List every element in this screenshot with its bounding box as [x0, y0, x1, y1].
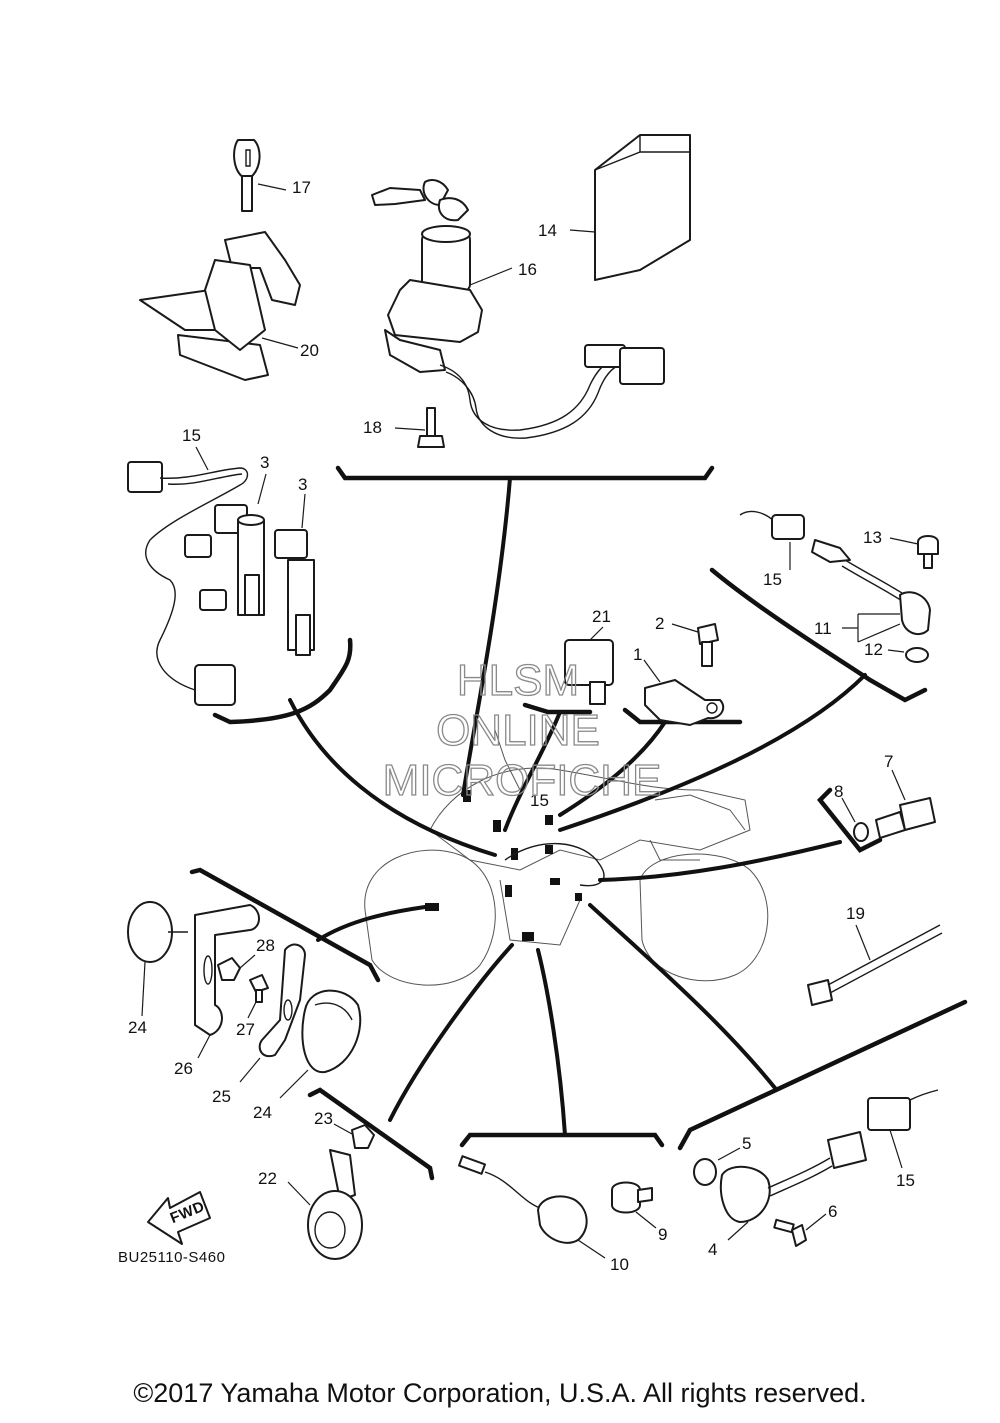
- callout-16: 16: [518, 260, 537, 279]
- main-switch-part-16: [371, 179, 665, 439]
- oring-part-5: [693, 1147, 741, 1186]
- sensor-assembly-part-11: [739, 510, 939, 663]
- bracket-part-26: [194, 904, 260, 1059]
- callout-6: 6: [828, 1202, 837, 1221]
- callout-9: 9: [658, 1225, 667, 1244]
- callout-12: 12: [864, 640, 883, 659]
- callout-5: 5: [742, 1134, 751, 1153]
- sensor-part-10: [458, 1155, 606, 1259]
- bracket-part-25: [239, 943, 306, 1083]
- bolt-part-27: [247, 974, 269, 1019]
- callout-21: 21: [592, 607, 611, 626]
- callout-15-right: 15: [763, 570, 782, 589]
- washer-part-8: [841, 797, 869, 842]
- sensor-part-1: [643, 659, 725, 726]
- bolt-part-2: [671, 623, 719, 667]
- cable-tie-part-19: [807, 924, 943, 1006]
- switch-part-9: [611, 1181, 657, 1229]
- bolt-part-6: [773, 1213, 827, 1247]
- callout-24-left: 24: [128, 1018, 147, 1037]
- copyright-notice: ©2017 Yamaha Motor Corporation, U.S.A. A…: [133, 1378, 867, 1408]
- watermark-line-2: ONLINE: [436, 706, 600, 755]
- callout-14: 14: [538, 221, 557, 240]
- callout-25: 25: [212, 1087, 231, 1106]
- callout-labels: 17 16 14 20 18 15 3 3 13 15 21 2 11 1 12…: [128, 178, 915, 1274]
- cover-part-20: [139, 231, 301, 381]
- sensor-part-7: [875, 769, 936, 839]
- callout-11: 11: [814, 619, 832, 638]
- motorcycle-outline: [364, 729, 769, 986]
- callout-15-bottom: 15: [896, 1171, 915, 1190]
- fwd-arrow: FWD: [147, 1191, 211, 1245]
- callout-15-center: 15: [530, 791, 549, 810]
- harness-and-sensors-part-3: [127, 446, 315, 706]
- callout-8: 8: [834, 782, 843, 801]
- watermark-line-3: MICROFICHE: [383, 756, 662, 805]
- callout-13: 13: [863, 528, 882, 547]
- callout-4: 4: [708, 1240, 717, 1259]
- callout-23: 23: [314, 1109, 333, 1128]
- bolt-part-18: [394, 407, 445, 448]
- group-brackets: [189, 465, 968, 1181]
- callout-3-left: 3: [260, 453, 269, 472]
- ecu-part-14: [569, 134, 691, 281]
- cover-part-24-right: [279, 989, 362, 1099]
- nut-part-23: [333, 1123, 375, 1149]
- callout-10: 10: [610, 1255, 629, 1274]
- callout-7: 7: [884, 752, 893, 771]
- watermark-line-1: HLSM: [457, 656, 579, 705]
- callout-18: 18: [363, 418, 382, 437]
- callout-20: 20: [300, 341, 319, 360]
- callout-24-right: 24: [253, 1103, 272, 1122]
- horn-part-22: [287, 1149, 363, 1260]
- sensor-part-4: [720, 1131, 867, 1241]
- nut-part-28: [217, 954, 256, 981]
- watermark: HLSM ONLINE MICROFICHE: [382, 655, 662, 805]
- connector-part-15-bottom: [867, 1089, 939, 1169]
- callout-19: 19: [846, 904, 865, 923]
- key-part-17: [233, 139, 287, 212]
- reference-code: BU25110-S460: [118, 1249, 225, 1266]
- callout-2: 2: [655, 614, 664, 633]
- callout-22: 22: [258, 1169, 277, 1188]
- callout-26: 26: [174, 1059, 193, 1078]
- callout-27: 27: [236, 1020, 255, 1039]
- callout-15-left: 15: [182, 426, 201, 445]
- callout-3-right: 3: [298, 475, 307, 494]
- relay-part-21: [564, 626, 614, 705]
- callout-17: 17: [292, 178, 311, 197]
- cover-part-24-left: [127, 901, 188, 1017]
- callout-1: 1: [633, 645, 642, 664]
- callout-28: 28: [256, 936, 275, 955]
